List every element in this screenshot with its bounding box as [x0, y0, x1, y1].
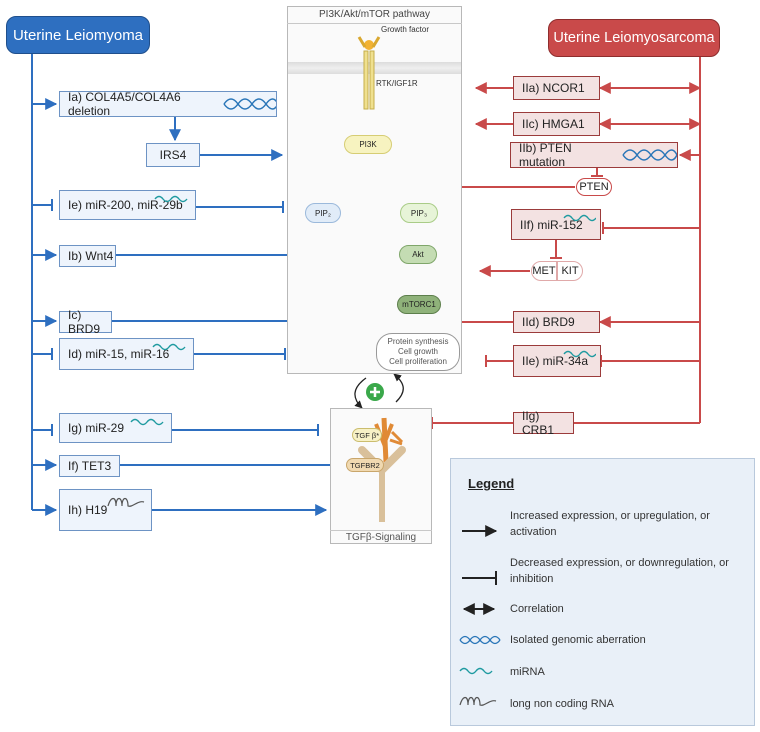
iif-mir152-box: IIf) miR-152: [511, 209, 601, 240]
legend-panel: [450, 458, 755, 726]
mirna-icon: [154, 195, 188, 203]
ih-h19-box: Ih) H19: [59, 489, 152, 531]
outcome-protein-synthesis: Protein synthesis: [387, 337, 449, 346]
if-tet3-box: If) TET3: [59, 455, 120, 477]
ig-mir29-box: Ig) miR-29: [59, 413, 172, 443]
receptor-icon: [357, 36, 381, 110]
tgf-beta-node: TGF β*: [352, 428, 382, 442]
uterine-leiomyoma-header: Uterine Leiomyoma: [6, 16, 150, 54]
growth-factor-label: Growth factor: [381, 25, 430, 34]
ig-label: Ig) miR-29: [68, 421, 125, 435]
legend-title: Legend: [468, 476, 515, 491]
iie-mir34a-box: IIe) miR-34a: [513, 345, 601, 377]
legend-correlation: Correlation: [510, 603, 564, 615]
lncrna-icon: [107, 497, 145, 507]
mtorc1-node: mTORC1: [397, 295, 441, 314]
dna-icon: [622, 149, 677, 161]
iif-label: IIf) miR-152: [520, 217, 583, 232]
ih-label: Ih) H19: [68, 503, 108, 517]
pip2-node: PIP₂: [305, 203, 341, 223]
ia-col4a5-box: Ia) COL4A5/COL4A6 deletion: [59, 90, 277, 118]
iid-brd9-box: IId) BRD9: [513, 311, 600, 333]
iic-hmga1-box: IIc) HMGA1: [513, 112, 600, 136]
ib-wnt4-box: Ib) Wnt4: [59, 245, 116, 267]
mirna-icon: [130, 418, 164, 426]
mirna-icon: [563, 350, 596, 358]
legend-genomic: Isolated genomic aberration: [510, 634, 646, 646]
legend-activation: Increased expression, or upregulation, o…: [510, 510, 710, 538]
iig-crb1-box: IIg) CRB1: [513, 409, 574, 437]
outcome-cell-growth: Cell growth: [397, 347, 438, 356]
id-label: Id) miR-15, miR-16: [68, 347, 170, 361]
akt-node: Akt: [399, 245, 437, 264]
pathway-title: PI3K/Akt/mTOR pathway: [287, 6, 462, 24]
ie-label: Ie) miR-200, miR-29b: [68, 198, 183, 212]
pip3-node: PIP₃: [400, 203, 438, 223]
legend-mirna: miRNA: [510, 666, 545, 678]
mirna-icon: [152, 343, 186, 351]
receptor-label: RTK/IGF1R: [376, 79, 418, 88]
iie-label: IIe) miR-34a: [522, 354, 589, 368]
iia-ncor1-box: IIa) NCOR1: [513, 76, 600, 100]
legend-symbols: [459, 525, 501, 706]
ic-brd9-box: Ic) BRD9: [59, 308, 112, 336]
kit-node: KIT: [557, 261, 583, 281]
uterine-leiomyosarcoma-header: Uterine Leiomyosarcoma: [548, 19, 720, 57]
iib-label: IIb) PTEN mutation: [519, 141, 572, 169]
tgfbr2-node: TGFBR2: [346, 458, 384, 472]
legend-inhibition: Decreased expression, or downregulation,…: [510, 557, 729, 585]
legend-lncrna: long non coding RNA: [510, 698, 614, 710]
dna-icon: [223, 98, 276, 110]
pten-node: PTEN: [576, 178, 612, 196]
outcomes-node: Protein synthesis Cell growth Cell proli…: [376, 333, 460, 371]
id-mir15-box: Id) miR-15, miR-16: [59, 338, 194, 370]
ia-label: Ia) COL4A5/COL4A6 deletion: [68, 90, 181, 118]
outcome-cell-proliferation: Cell proliferation: [389, 357, 447, 366]
tgf-signaling-title: TGFβ-Signaling: [330, 530, 432, 544]
mirna-icon: [563, 214, 596, 222]
irs4-box: IRS4: [146, 143, 200, 167]
iib-pten-mutation-box: IIb) PTEN mutation: [510, 141, 678, 169]
tgf-receptor-icon: [358, 417, 406, 522]
met-node: MET: [531, 261, 557, 281]
ie-mir200-box: Ie) miR-200, miR-29b: [59, 190, 196, 220]
pi3k-node: PI3K: [344, 135, 392, 154]
